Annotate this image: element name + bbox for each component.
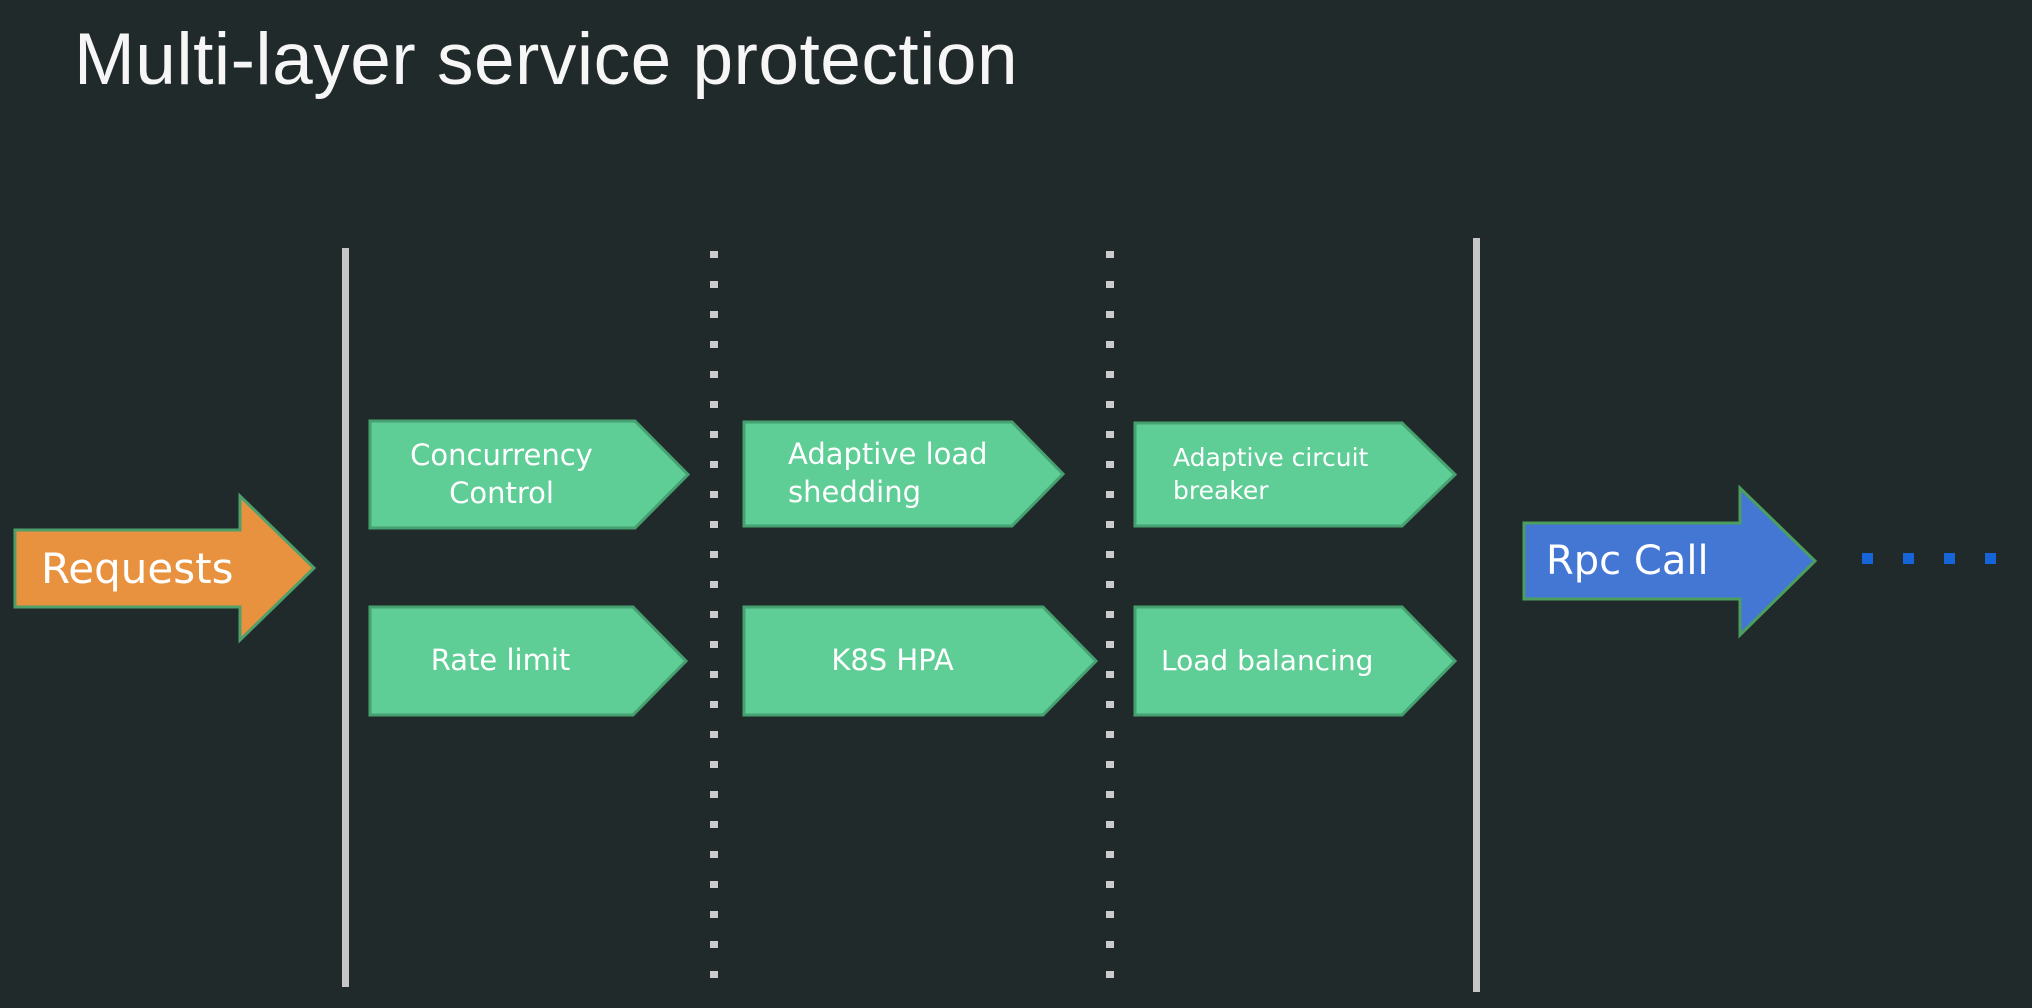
- right-arrow-shape: [1522, 484, 1818, 639]
- stage-label-line: Adaptive circuit: [1173, 443, 1369, 472]
- stage-label-line: breaker: [1173, 475, 1269, 505]
- requests-arrow-label: Requests: [41, 544, 234, 593]
- stage-label-line: K8S HPA: [831, 643, 954, 678]
- rpc-call-arrow-label: Rpc Call: [1546, 538, 1709, 584]
- exit-boundary-line: [1473, 238, 1480, 992]
- stage-label-line: Rate limit: [430, 643, 571, 678]
- stage-label-line: Adaptive load: [788, 437, 988, 472]
- right-arrow-shape: [13, 492, 317, 644]
- continuation-dot: [1985, 553, 1996, 564]
- requests-arrow: Requests: [13, 492, 317, 644]
- continuation-dot: [1944, 553, 1955, 564]
- chevron-shape: [742, 420, 1066, 528]
- rpc-call-arrow: Rpc Call: [1522, 484, 1818, 639]
- stage-label-line: Concurrency: [410, 437, 593, 472]
- stage-rate-limit: Rate limit: [368, 605, 689, 717]
- stage-k8s-hpa: K8S HPA: [742, 605, 1099, 717]
- chevron-shape: [1133, 605, 1458, 717]
- chevron-shape: [368, 605, 689, 717]
- entry-boundary-line: [342, 248, 349, 987]
- chevron-shape: [1133, 421, 1458, 528]
- stage-concurrency-control: Concurrency Control: [368, 419, 691, 530]
- stage-adaptive-load-shedding: Adaptive load shedding: [742, 420, 1066, 528]
- continuation-dots: [1862, 553, 1996, 564]
- chevron-shape: [368, 419, 691, 530]
- stage-label-line: Load balancing: [1161, 643, 1374, 677]
- page-title: Multi-layer service protection: [74, 19, 1019, 100]
- stage-label-line: shedding: [788, 475, 921, 509]
- layer-divider-dotted-2: [1106, 251, 1114, 991]
- stage-adaptive-circuit-breaker: Adaptive circuit breaker: [1133, 421, 1458, 528]
- chevron-shape: [742, 605, 1099, 717]
- continuation-dot: [1903, 553, 1914, 564]
- stage-label-line: Control: [449, 475, 554, 510]
- layer-divider-dotted-1: [710, 251, 718, 991]
- continuation-dot: [1862, 553, 1873, 564]
- stage-load-balancing: Load balancing: [1133, 605, 1458, 717]
